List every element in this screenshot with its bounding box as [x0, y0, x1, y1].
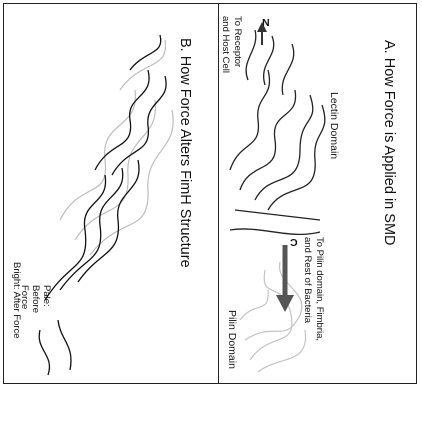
- receptor-arrow: [257, 22, 267, 45]
- force-arrow: [276, 245, 294, 312]
- pilin-domain-ribbon: [240, 262, 306, 372]
- lectin-domain-ribbon: [230, 30, 325, 234]
